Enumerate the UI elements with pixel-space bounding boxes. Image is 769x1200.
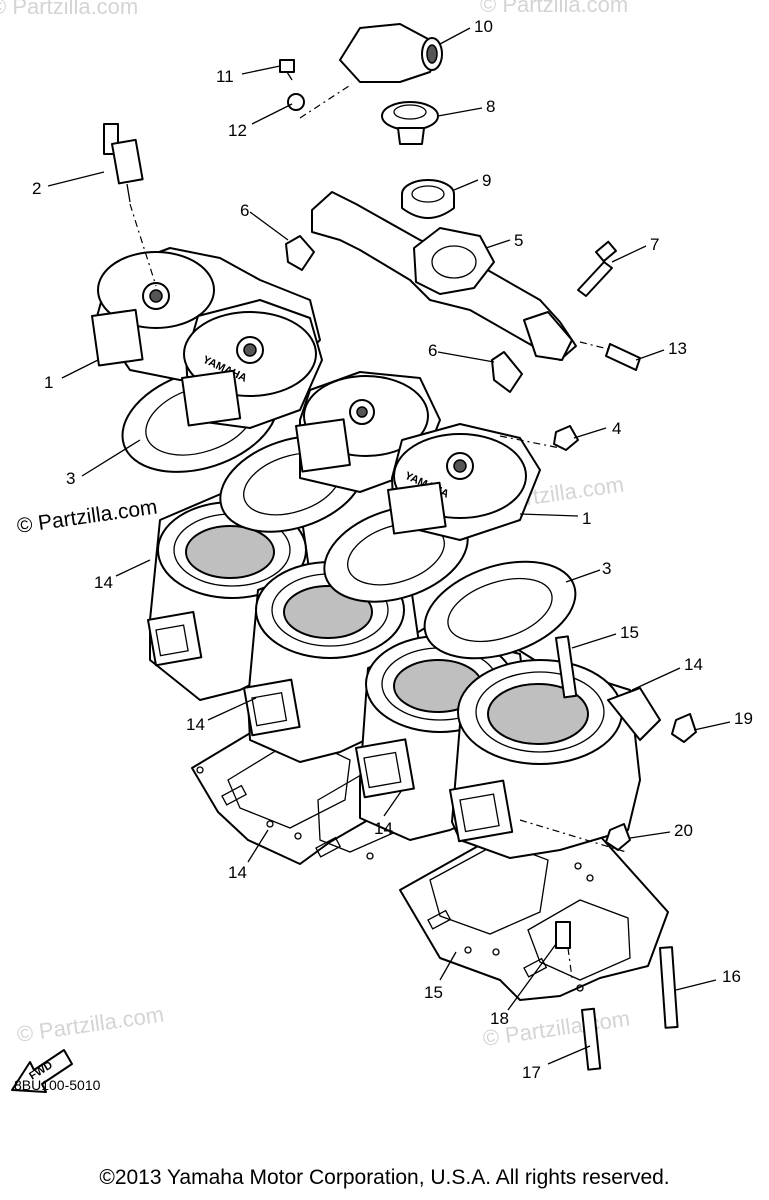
callout: 12	[228, 121, 247, 140]
callout: 13	[668, 339, 687, 358]
callout: 20	[674, 821, 693, 840]
callout: 4	[612, 419, 621, 438]
bolt-7	[577, 240, 617, 297]
callout: 1	[582, 509, 591, 528]
callout: 9	[482, 171, 491, 190]
callout: 15	[620, 623, 639, 642]
nut-12	[287, 93, 305, 111]
nut-20	[671, 713, 697, 743]
cylinder	[449, 659, 661, 859]
watermark: © Partzilla.com	[0, 0, 138, 19]
callout: 3	[602, 559, 611, 578]
copyright-notice: ©2013 Yamaha Motor Corporation, U.S.A. A…	[99, 1166, 670, 1189]
bolt-11	[279, 59, 295, 81]
callout: 16	[722, 967, 741, 986]
callout: 6	[428, 341, 437, 360]
callout: 14	[374, 819, 393, 838]
spark-plug	[103, 123, 144, 203]
callout: 2	[32, 179, 41, 198]
callout: 7	[650, 235, 659, 254]
water-manifold	[311, 191, 577, 361]
callout: 10	[474, 17, 493, 36]
watermark: © Partzilla.com	[15, 1002, 165, 1047]
callout: 19	[734, 709, 753, 728]
cylinder-head: YAMAHA	[181, 299, 323, 429]
thermostat	[381, 101, 439, 145]
callout: 11	[216, 67, 234, 86]
callouts: 1 1 2 3 3 4 5 6 6 7 8 9 10 11 12 13 14 1…	[32, 17, 753, 1082]
callout: 14	[186, 715, 205, 734]
callout: 15	[424, 983, 443, 1002]
nut-4	[553, 425, 579, 451]
cylinder-head	[294, 371, 441, 493]
dowel-19	[555, 921, 571, 949]
assembly-lines	[129, 83, 627, 979]
callout: 3	[66, 469, 75, 488]
callout: 17	[522, 1063, 541, 1082]
head-gasket	[423, 560, 577, 660]
callout: 5	[514, 231, 523, 250]
callout: 8	[486, 97, 495, 116]
watermark-dark: © Partzilla.com	[15, 495, 158, 537]
callout: 14	[94, 573, 113, 592]
callout: 1	[44, 373, 53, 392]
stud-18	[581, 1007, 602, 1071]
nut-20	[605, 823, 631, 851]
thermostat-cover	[339, 23, 443, 83]
gasket-6	[285, 235, 315, 271]
fitting-13	[605, 343, 641, 371]
leader-lines	[47, 27, 731, 1065]
watermark: © Partzilla.com	[480, 0, 628, 17]
cylinder-head: YAMAHA	[387, 423, 541, 541]
callout: 14	[228, 863, 247, 882]
stud-16	[555, 635, 578, 699]
callout: 6	[240, 201, 249, 220]
seal-ring	[401, 179, 455, 219]
stud-17	[659, 946, 679, 1029]
callout: 14	[684, 655, 703, 674]
diagram-code: 8BU100-5010	[14, 1077, 101, 1093]
gasket-6	[491, 351, 523, 393]
callout: 18	[490, 1009, 509, 1028]
